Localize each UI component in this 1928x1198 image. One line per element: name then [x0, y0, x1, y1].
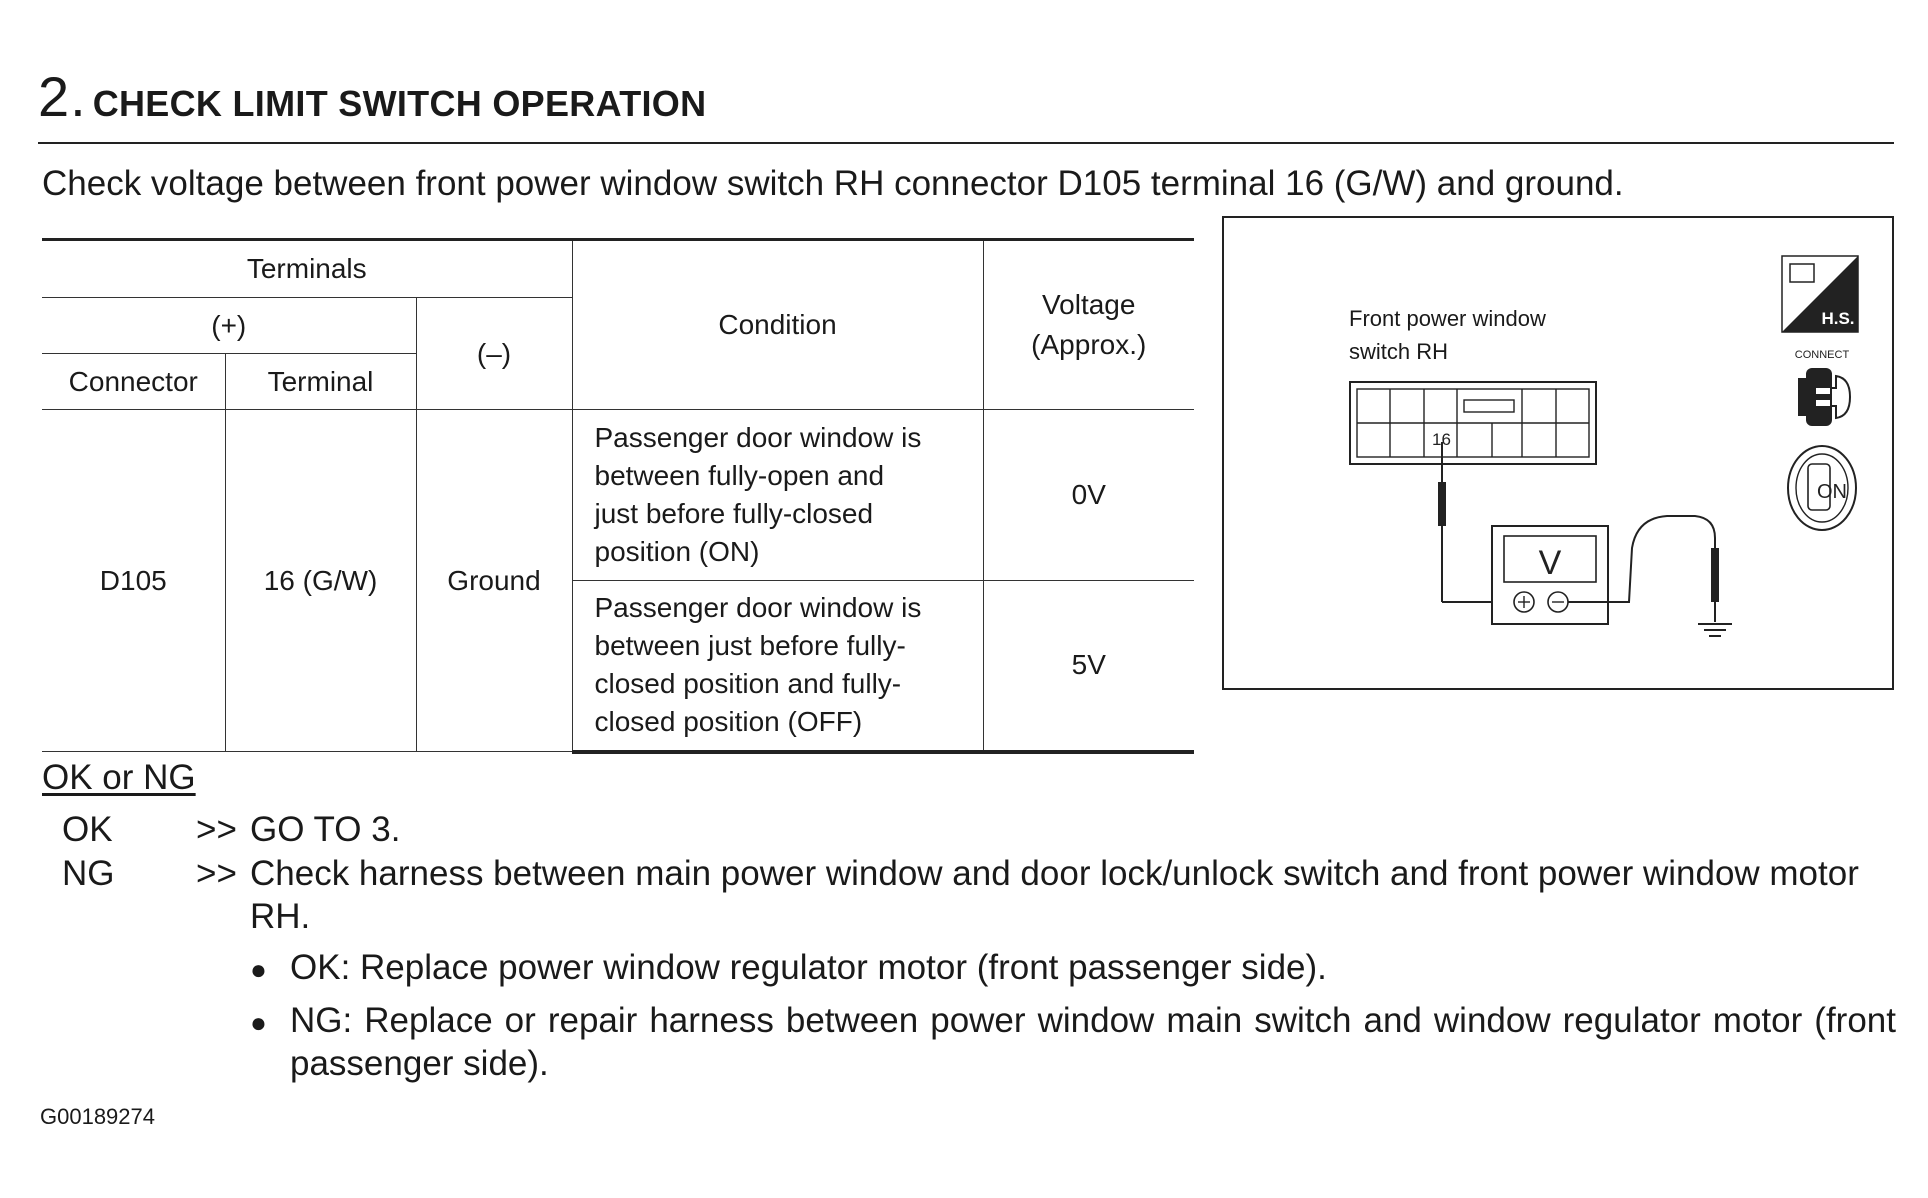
wiring-diagram: Front power window switch RH 16	[1222, 216, 1894, 690]
voltmeter-icon	[1491, 525, 1609, 625]
diagram-label-line2: switch RH	[1349, 339, 1449, 364]
condition-on-line-3: just before fully-closed	[594, 498, 874, 529]
condition-cell-on: Passenger door window is between fully-o…	[571, 409, 984, 581]
voltage-header: Voltage (Approx.)	[982, 238, 1194, 410]
ground-cell: Ground	[415, 409, 573, 752]
intro-text: Check voltage between front power window…	[42, 164, 1624, 203]
bullet-dot-1: ●	[250, 954, 267, 985]
diagram-label: Front power window switch RH	[1349, 302, 1649, 368]
connector-icon	[1349, 381, 1597, 465]
condition-on-line-1: Passenger door window is	[594, 422, 922, 453]
figure-id: G00189274	[40, 1104, 155, 1129]
hs-badge-text: H.S.	[1821, 309, 1854, 328]
condition-off-line-2: between just before fully-	[594, 630, 906, 662]
negative-probe-icon	[1568, 515, 1719, 622]
connector-header: Connector	[42, 353, 226, 410]
bullet-item-ng: NG: Replace or repair harness between po…	[290, 1001, 1896, 1083]
ok-result-text: GO TO 3.	[250, 810, 401, 849]
terminal-cell: 16 (G/W)	[224, 409, 417, 752]
condition-header: Condition	[571, 238, 984, 410]
voltage-header-line1: Voltage	[1042, 289, 1136, 320]
condition-cell-off: Passenger door window is between just be…	[572, 580, 984, 754]
terminal-number-label: 16	[1432, 430, 1451, 449]
ignition-key-icon	[1787, 445, 1857, 531]
key-on-text: ON	[1817, 481, 1847, 503]
result-heading: OK or NG	[42, 758, 196, 797]
condition-off-line-3: closed position and fully-	[594, 668, 902, 700]
condition-off-line-4: closed position (OFF)	[594, 706, 863, 738]
condition-on-line-2: between fully-open and	[594, 460, 885, 491]
hs-badge-icon	[1781, 255, 1859, 333]
voltage-cell-off: 5V	[982, 580, 1194, 754]
connect-label: CONNECT	[1795, 349, 1850, 361]
heading-rule	[38, 142, 1894, 144]
diagram-drawing: 16 V	[1349, 255, 1859, 637]
ground-icon	[1698, 623, 1732, 637]
ng-arrow: >>	[196, 854, 237, 893]
diagram-label-line1: Front power window	[1349, 306, 1546, 331]
step-number: 2.	[38, 65, 87, 128]
plus-header: (+)	[42, 297, 417, 354]
connector-cell: D105	[42, 409, 226, 752]
step-heading: 2. CHECK LIMIT SWITCH OPERATION	[38, 64, 706, 136]
voltage-cell-on: 0V	[982, 409, 1194, 581]
connect-icon	[1798, 368, 1852, 426]
voltmeter-symbol: V	[1539, 544, 1562, 582]
bullet-item-ok: OK: Replace power window regulator motor…	[290, 948, 1327, 987]
condition-off-line-1: Passenger door window is	[594, 592, 922, 624]
terminals-header: Terminals	[42, 238, 573, 298]
bullet-dot-2: ●	[250, 1007, 267, 1038]
terminal-header: Terminal	[224, 353, 416, 410]
ng-label: NG	[62, 854, 115, 893]
condition-on-line-4: position (ON)	[594, 536, 760, 567]
step-title: CHECK LIMIT SWITCH OPERATION	[92, 83, 707, 124]
voltage-header-line2: (Approx.)	[1031, 329, 1147, 360]
ok-label: OK	[62, 810, 113, 849]
voltage-spec-table: Terminals Condition Voltage (Approx.) (+…	[42, 238, 1194, 754]
ok-arrow: >>	[196, 810, 237, 849]
minus-header: (–)	[415, 297, 572, 410]
ng-result-text: Check harness between main power window …	[250, 854, 1859, 936]
